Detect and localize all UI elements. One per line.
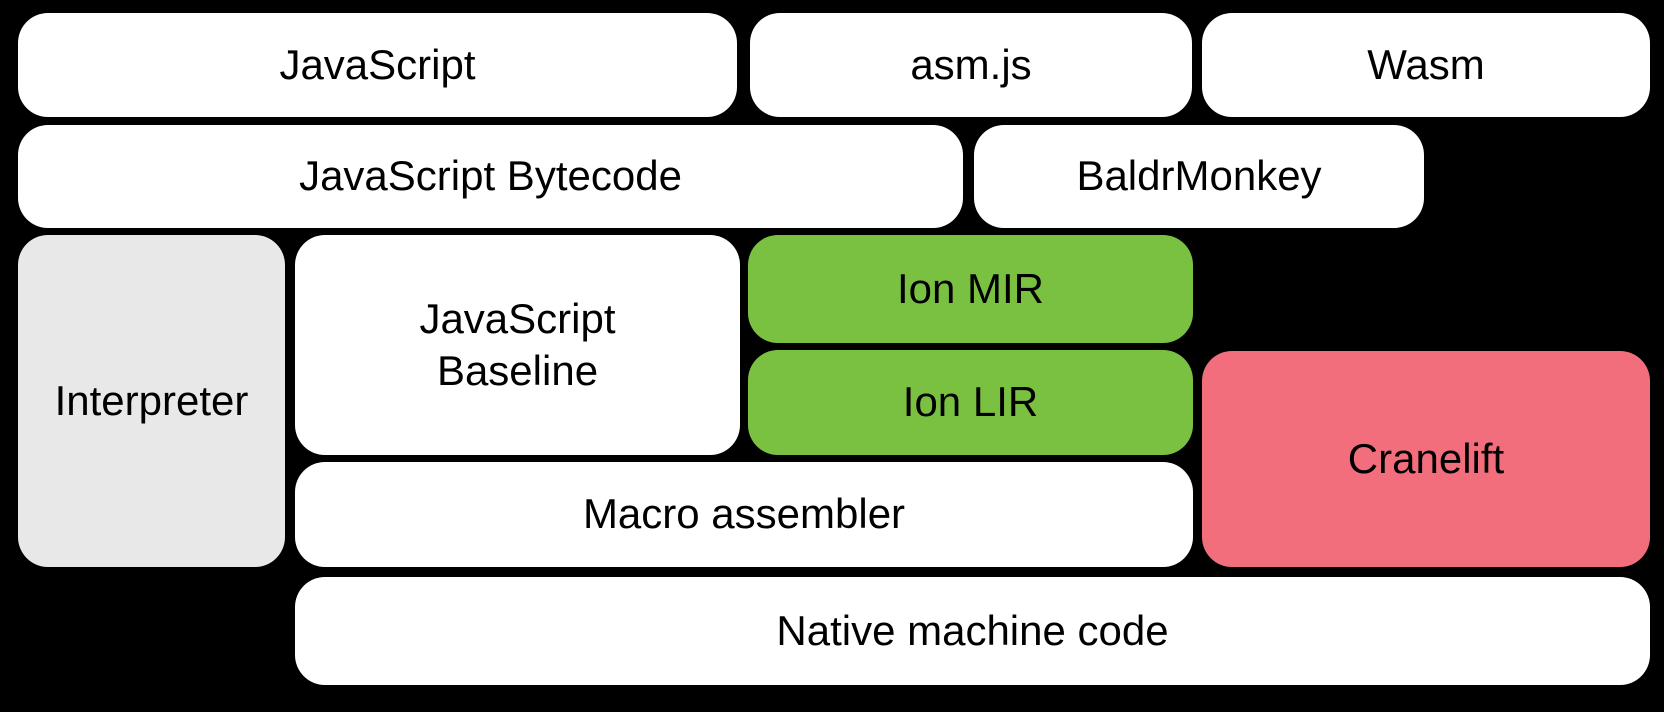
box-javascript-bytecode: JavaScript Bytecode <box>18 125 963 228</box>
box-asmjs-label: asm.js <box>910 40 1032 88</box>
box-cranelift: Cranelift <box>1202 351 1650 567</box>
box-interpreter-label: Interpreter <box>54 376 249 424</box>
box-javascript-label: JavaScript <box>279 40 476 88</box>
box-baldrmonkey: BaldrMonkey <box>974 125 1424 228</box>
box-native-machine-code: Native machine code <box>295 577 1650 685</box>
box-javascript: JavaScript <box>18 13 737 117</box>
box-cranelift-label: Cranelift <box>1347 434 1505 482</box>
box-ion-mir-label: Ion MIR <box>896 264 1045 312</box>
box-javascript-baseline-label-line2: Baseline <box>436 347 599 394</box>
box-ion-lir: Ion LIR <box>748 350 1193 455</box>
box-ion-mir: Ion MIR <box>748 235 1193 343</box>
box-asmjs: asm.js <box>750 13 1192 117</box>
box-interpreter: Interpreter <box>18 235 285 567</box>
box-javascript-baseline-label-line1: JavaScript <box>419 294 616 342</box>
box-javascript-baseline: JavaScript Baseline <box>295 235 740 455</box>
box-macro-assembler: Macro assembler <box>295 462 1193 567</box>
box-baldrmonkey-label: BaldrMonkey <box>1076 152 1322 200</box>
box-macro-assembler-label: Macro assembler <box>582 490 906 538</box>
box-native-machine-code-label: Native machine code <box>776 606 1169 654</box>
box-ion-lir-label: Ion LIR <box>902 378 1039 426</box>
box-wasm-label: Wasm <box>1367 40 1485 88</box>
box-javascript-bytecode-label: JavaScript Bytecode <box>299 152 682 200</box>
box-wasm: Wasm <box>1202 13 1650 117</box>
